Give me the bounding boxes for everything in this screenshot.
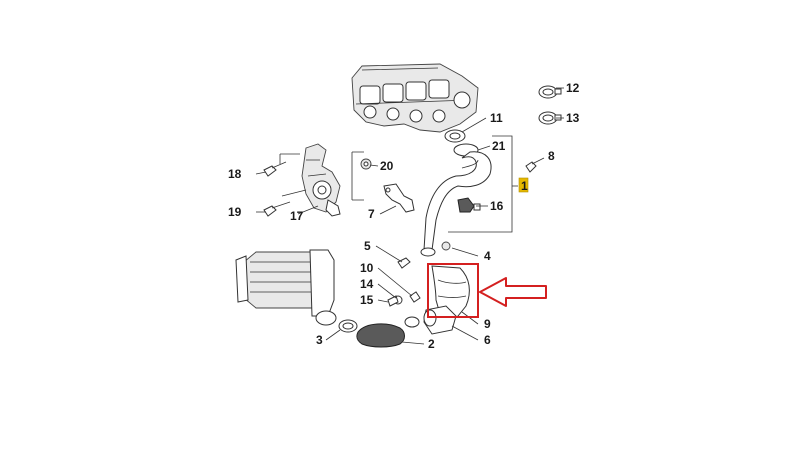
clamp-12 (538, 85, 562, 99)
callout-19: 19 (228, 205, 242, 219)
bracket-7 (383, 183, 415, 213)
egr-valve-assembly (301, 143, 341, 217)
clamp-13 (538, 111, 562, 125)
callout-17: 17 (290, 209, 304, 223)
seal-11 (444, 129, 466, 143)
bolt-5 (397, 257, 411, 269)
bolt-10 (409, 291, 421, 303)
bolt-19 (263, 201, 291, 217)
highlight-box (427, 263, 479, 318)
clamp-3 (338, 319, 358, 333)
highlight-arrow-icon (479, 277, 547, 307)
callout-7: 7 (368, 207, 375, 221)
callout-10: 10 (360, 261, 374, 275)
callout-5: 5 (364, 239, 371, 253)
linkage-lines (279, 151, 364, 201)
sensor-16 (457, 197, 481, 213)
callout-6: 6 (484, 333, 491, 347)
group-marker-1 (518, 177, 529, 193)
callout-4: 4 (484, 249, 491, 263)
callout-11: 11 (490, 111, 503, 125)
intercooler (235, 249, 337, 326)
bolt-8 (525, 157, 545, 173)
intake-manifold (351, 63, 479, 133)
callout-15: 15 (360, 293, 374, 307)
callout-8: 8 (548, 149, 555, 163)
callout-1: 1 (521, 179, 528, 193)
bolt-18 (263, 161, 287, 177)
callout-20: 20 (380, 159, 394, 173)
callout-18: 18 (228, 167, 242, 181)
intercooler-pipe-1 (420, 151, 492, 257)
callout-2: 2 (428, 337, 435, 351)
hose-2 (356, 323, 405, 348)
callout-13: 13 (566, 111, 580, 125)
callout-12: 12 (566, 81, 580, 95)
callout-14: 14 (360, 277, 374, 291)
bolt-15 (387, 295, 399, 307)
nut-4 (441, 241, 451, 251)
clamp-2b (404, 316, 420, 328)
callout-9: 9 (484, 317, 491, 331)
leader-lines (255, 87, 564, 345)
callout-3: 3 (316, 333, 323, 347)
callout-16: 16 (490, 199, 504, 213)
callout-21: 21 (492, 139, 506, 153)
nut-20 (360, 158, 372, 170)
